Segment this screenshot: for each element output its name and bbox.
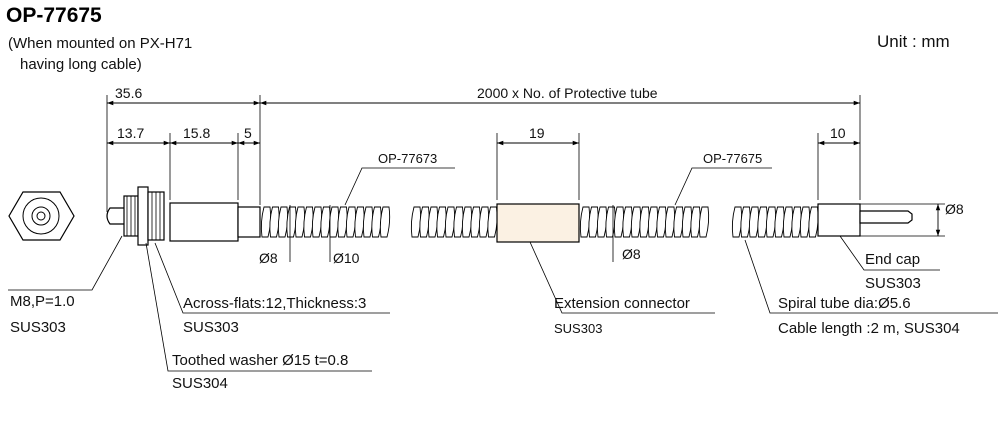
coil-turn xyxy=(328,206,340,238)
dim-dia8-right: Ø8 xyxy=(945,201,964,217)
coil-turn xyxy=(605,206,616,238)
coil-turn xyxy=(596,206,608,238)
label-spiral-tube: Spiral tube dia:Ø5.6 xyxy=(778,295,911,312)
sensor-collar xyxy=(237,206,261,238)
coil-turn xyxy=(731,206,743,238)
label-op-77675: OP-77675 xyxy=(703,151,762,166)
coil-turn xyxy=(698,206,710,238)
spiral-tube-segment-4 xyxy=(731,206,819,238)
dim-35-6: 35.6 xyxy=(115,85,142,101)
coil-turn xyxy=(294,206,306,238)
coil-turn xyxy=(765,206,777,238)
coil-turn xyxy=(453,206,464,238)
coil-turn xyxy=(774,206,785,238)
coil-turn xyxy=(487,206,498,238)
coil-turn xyxy=(345,206,357,238)
dimension-lines xyxy=(106,95,945,262)
coil-turn xyxy=(269,206,280,238)
label-extension-connector-material: SUS303 xyxy=(554,321,602,336)
label-washer-material: SUS304 xyxy=(172,375,228,392)
hex-nut-end-view xyxy=(8,191,75,241)
label-end-cap: End cap xyxy=(865,251,920,268)
coil-turn xyxy=(461,206,473,238)
subtitle-line2: having long cable) xyxy=(20,56,142,73)
label-end-cap-material: SUS303 xyxy=(865,275,921,292)
coil-turn xyxy=(371,206,382,238)
spiral-tube-segment-2 xyxy=(410,206,498,238)
coil-turn xyxy=(419,206,430,238)
label-thread-material: SUS303 xyxy=(10,319,66,336)
label-across-flats-material: SUS303 xyxy=(183,319,239,336)
coil-turn xyxy=(757,206,768,238)
coil-turn xyxy=(673,206,684,238)
label-op-77673: OP-77673 xyxy=(378,151,437,166)
end-cap-shape xyxy=(817,203,861,237)
coil-turn xyxy=(444,206,456,238)
coil-turn xyxy=(427,206,439,238)
label-extension-connector: Extension connector xyxy=(554,295,690,312)
dim-5: 5 xyxy=(244,125,252,141)
unit-label: Unit : mm xyxy=(877,32,950,51)
coil-turn xyxy=(436,206,447,238)
coil-turn xyxy=(354,206,365,238)
coil-turn xyxy=(690,206,701,238)
sensor-body xyxy=(169,202,239,242)
sensor-head xyxy=(106,186,165,246)
coil-turn xyxy=(260,206,272,238)
dim-dia8-mid: Ø8 xyxy=(622,246,641,262)
coil-turn xyxy=(579,206,591,238)
label-cable-length: Cable length :2 m, SUS304 xyxy=(778,320,960,337)
coil-turn xyxy=(782,206,794,238)
coil-turn xyxy=(588,206,599,238)
coil-turn xyxy=(647,206,659,238)
label-thread-spec: M8,P=1.0 xyxy=(10,293,75,310)
dim-19: 19 xyxy=(529,125,545,141)
leader-lines xyxy=(8,167,998,372)
coil-turn xyxy=(337,206,348,238)
coil-turn xyxy=(410,206,422,238)
label-across-flats: Across-flats:12,Thickness:3 xyxy=(183,295,366,312)
coil-turn xyxy=(681,206,693,238)
extension-connector-shape xyxy=(496,203,580,243)
coil-turn xyxy=(791,206,802,238)
dim-dia10: Ø10 xyxy=(333,250,360,266)
coil-turn xyxy=(320,206,331,238)
coil-turn xyxy=(478,206,490,238)
coil-turn xyxy=(748,206,760,238)
dim-10: 10 xyxy=(830,125,846,141)
dim-dia8-left: Ø8 xyxy=(259,250,278,266)
coil-turn xyxy=(613,206,625,238)
coil-turn xyxy=(303,206,314,238)
coil-turn xyxy=(630,206,642,238)
cable-end xyxy=(859,210,913,224)
coil-turn xyxy=(311,206,323,238)
coil-turn xyxy=(639,206,650,238)
coil-turn xyxy=(664,206,676,238)
label-toothed-washer: Toothed washer Ø15 t=0.8 xyxy=(172,352,348,369)
dim-total-length: 2000 x No. of Protective tube xyxy=(477,85,658,101)
coil-turn xyxy=(362,206,374,238)
spiral-tube-segment-3 xyxy=(579,206,710,238)
dim-13-7: 13.7 xyxy=(117,125,144,141)
coil-turn xyxy=(656,206,667,238)
coil-turn xyxy=(277,206,289,238)
spiral-tube-segment-1 xyxy=(260,206,391,238)
coil-turn xyxy=(622,206,633,238)
dim-15-8: 15.8 xyxy=(183,125,210,141)
subtitle-line1: (When mounted on PX-H71 xyxy=(8,35,192,52)
coil-turn xyxy=(286,206,297,238)
coil-turn xyxy=(808,206,819,238)
coil-turn xyxy=(799,206,811,238)
coil-turn xyxy=(379,206,391,238)
drawing-title: OP-77675 xyxy=(6,4,102,27)
coil-turn xyxy=(740,206,751,238)
coil-turn xyxy=(470,206,481,238)
